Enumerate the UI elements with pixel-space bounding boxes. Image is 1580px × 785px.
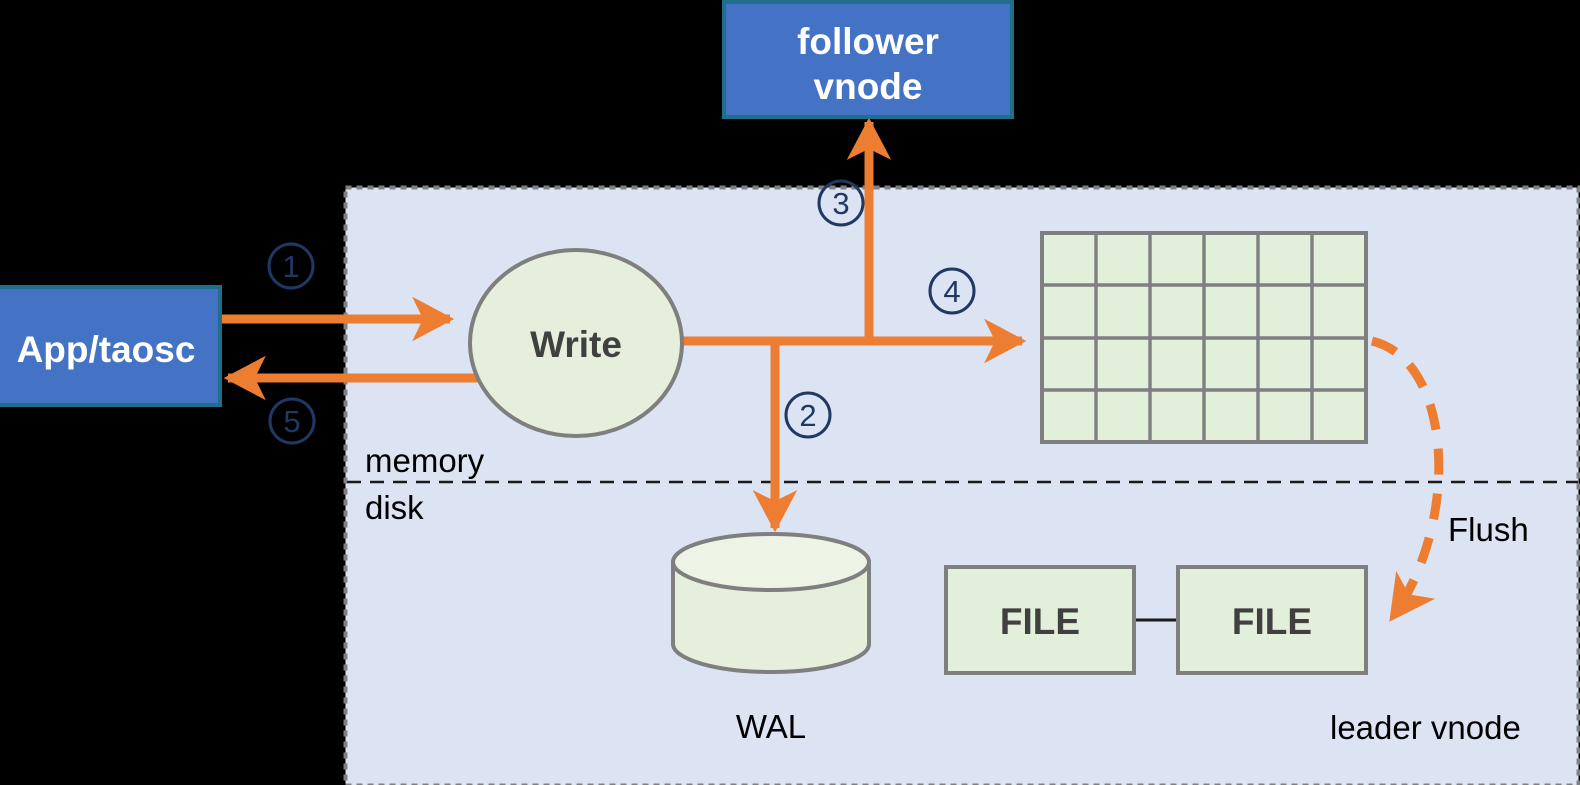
step-1-circle bbox=[267, 242, 315, 290]
write-label: Write bbox=[530, 324, 622, 365]
step-marker-2: 2 bbox=[784, 391, 832, 439]
step-4-circle bbox=[928, 267, 976, 315]
step-3-number: 3 bbox=[832, 186, 849, 221]
file-2-label: FILE bbox=[1232, 601, 1312, 642]
node-write[interactable]: Write bbox=[468, 248, 684, 438]
node-file-1[interactable]: FILE bbox=[944, 565, 1136, 675]
step-marker-3: 3 bbox=[817, 179, 865, 227]
edge-flush-memtable-to-file bbox=[1370, 336, 1444, 622]
step-2-number: 2 bbox=[799, 398, 816, 433]
step-2-circle bbox=[784, 391, 832, 439]
wal-label: WAL bbox=[736, 708, 806, 745]
node-memtable-grid[interactable] bbox=[1040, 231, 1368, 444]
file-1-box[interactable] bbox=[944, 565, 1136, 675]
step-1-number: 1 bbox=[282, 249, 299, 284]
node-file-2[interactable]: FILE bbox=[1176, 565, 1368, 675]
node-app-taosc[interactable]: App/taosc bbox=[0, 285, 222, 407]
file-2-box[interactable] bbox=[1176, 565, 1368, 675]
disk-label: disk bbox=[365, 489, 424, 526]
step-marker-4: 4 bbox=[928, 267, 976, 315]
node-wal[interactable]: WAL bbox=[671, 532, 871, 745]
write-ellipse[interactable] bbox=[468, 248, 684, 438]
leader-vnode-caption: leader vnode bbox=[1330, 709, 1521, 746]
step-marker-1: 1 bbox=[267, 242, 315, 290]
follower-vnode-label-line1: follower bbox=[797, 21, 939, 62]
flush-label: Flush bbox=[1448, 511, 1529, 548]
step-4-number: 4 bbox=[943, 274, 960, 309]
wal-cylinder-top bbox=[671, 532, 871, 592]
app-taosc-box[interactable] bbox=[0, 285, 222, 407]
step-3-circle bbox=[817, 179, 865, 227]
node-follower-vnode[interactable]: follower vnode bbox=[722, 0, 1014, 119]
follower-vnode-label-line2: vnode bbox=[814, 66, 923, 107]
memory-label: memory bbox=[365, 442, 485, 479]
app-taosc-label: App/taosc bbox=[17, 329, 196, 370]
step-marker-5: 5 bbox=[268, 397, 316, 445]
wal-cylinder-body[interactable] bbox=[671, 560, 871, 674]
step-5-number: 5 bbox=[283, 404, 300, 439]
file-1-label: FILE bbox=[1000, 601, 1080, 642]
follower-vnode-box[interactable] bbox=[722, 0, 1014, 119]
step-5-circle bbox=[268, 397, 316, 445]
